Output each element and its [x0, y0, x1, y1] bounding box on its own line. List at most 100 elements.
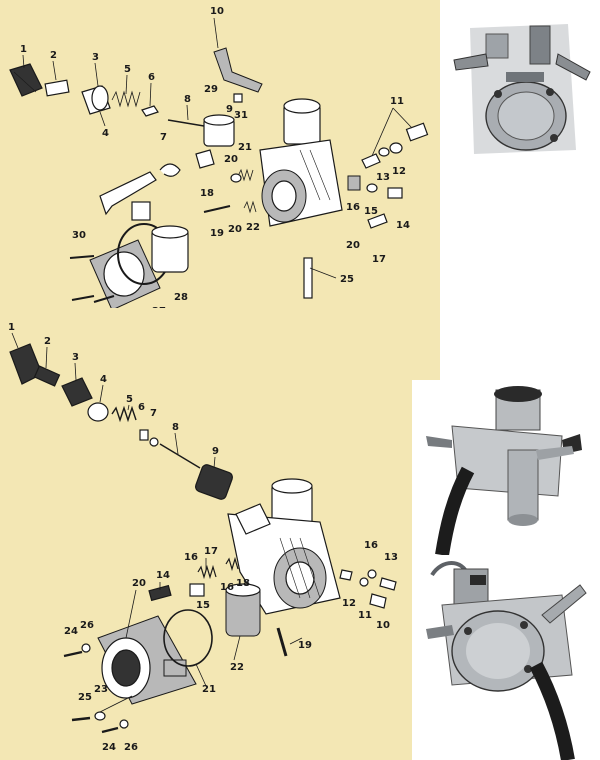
part-5-spring — [111, 405, 137, 423]
callout-17: 17 — [204, 546, 218, 557]
part-22-float — [225, 583, 261, 637]
callout-17: 17 — [372, 254, 386, 265]
callout-10: 10 — [210, 6, 224, 17]
callout-12: 12 — [342, 598, 356, 609]
callout-31: 31 — [234, 110, 248, 121]
callout-19: 19 — [210, 228, 224, 239]
choke-lever — [99, 171, 157, 216]
callout-11: 11 — [358, 610, 372, 621]
callout-24b: 24 — [102, 742, 116, 753]
exploded-diagram-bottom: 1 2 3 4 5 6 7 8 9 10 11 12 13 14 15 16 1… — [0, 308, 412, 760]
part-13-oring — [378, 147, 390, 157]
callout-20: 20 — [132, 578, 146, 589]
callout-28: 28 — [174, 292, 188, 303]
callout-7: 7 — [150, 408, 157, 419]
part-7-oring — [149, 437, 159, 447]
part-9-throttle-valve — [194, 464, 234, 500]
callout-20a: 20 — [224, 154, 238, 165]
callout-3: 3 — [72, 352, 79, 363]
callout-16a: 16 — [184, 552, 198, 563]
callout-14: 14 — [156, 570, 170, 581]
callout-15: 15 — [364, 206, 378, 217]
callout-25: 25 — [340, 274, 354, 285]
part-26-washer — [81, 643, 91, 653]
carburettor-photo-bottom — [412, 555, 600, 760]
callout-30a: 30 — [72, 230, 86, 241]
carburettor-photo-middle-svg — [426, 386, 582, 555]
callout-6: 6 — [138, 402, 145, 413]
callout-6: 6 — [148, 72, 155, 83]
leader-lines-bottom — [11, 332, 303, 713]
callout-15: 15 — [196, 600, 210, 611]
exploded-diagram-top-svg: 1 2 3 4 5 6 7 8 9 10 11 12 13 14 15 16 1… — [9, 6, 429, 369]
callout-3: 3 — [92, 52, 99, 63]
part-26-washer-b — [119, 719, 129, 729]
callout-4: 4 — [102, 128, 109, 139]
part-5-spring — [111, 90, 141, 108]
part-24-screw — [63, 650, 83, 658]
part-2-sleeve — [44, 79, 70, 97]
callout-13: 13 — [376, 172, 390, 183]
carburettor-photo-bottom-svg — [426, 561, 587, 760]
bracket-plate — [131, 201, 151, 221]
part-18-spring — [225, 556, 239, 572]
part-16-holder — [347, 175, 361, 191]
callout-20b: 20 — [228, 224, 242, 235]
part-21-spring — [237, 168, 254, 182]
callout-16c: 16 — [364, 540, 378, 551]
callout-23: 23 — [94, 684, 108, 695]
callout-26b: 26 — [124, 742, 138, 753]
callout-20c: 20 — [346, 240, 360, 251]
part-25-pin — [303, 257, 313, 299]
part-1-knob — [9, 63, 43, 97]
callout-21: 21 — [238, 142, 252, 153]
callout-29: 29 — [204, 84, 218, 95]
callout-1: 1 — [20, 44, 27, 55]
part-11-oring — [359, 577, 369, 587]
carburettor-photo-top — [440, 0, 600, 175]
callout-18: 18 — [236, 578, 250, 589]
callout-8: 8 — [184, 94, 191, 105]
callout-12: 12 — [392, 166, 406, 177]
callout-1: 1 — [8, 322, 15, 333]
callout-4: 4 — [100, 374, 107, 385]
part-19-screw — [276, 627, 288, 657]
part-19-screw — [203, 205, 231, 213]
carburettor-body-bottom — [227, 478, 341, 615]
part-17-jet — [367, 213, 388, 229]
part-15-oring — [366, 183, 378, 193]
callout-9: 9 — [212, 446, 219, 457]
callout-22: 22 — [246, 222, 260, 233]
part-10-lever — [213, 47, 263, 93]
part-30-screw — [69, 255, 95, 259]
callout-25: 25 — [78, 692, 92, 703]
part-6-clip — [139, 429, 149, 441]
callout-5: 5 — [126, 394, 133, 405]
callout-2: 2 — [44, 336, 51, 347]
part-28-float — [151, 225, 189, 273]
part-14-jet — [387, 187, 403, 199]
part-15-fitting — [189, 583, 205, 597]
callout-14: 14 — [396, 220, 410, 231]
part-23-washer — [94, 711, 106, 721]
callout-2: 2 — [50, 50, 57, 61]
callout-24a: 24 — [64, 626, 78, 637]
callout-19: 19 — [298, 640, 312, 651]
exploded-diagram-bottom-svg: 1 2 3 4 5 6 7 8 9 10 11 12 13 14 15 16 1… — [8, 322, 398, 753]
part-3-nut — [81, 85, 111, 115]
callout-8: 8 — [172, 422, 179, 433]
part-22-spring — [243, 200, 257, 214]
part-8-needle — [167, 119, 205, 127]
part-12-washer — [389, 142, 403, 154]
callout-5: 5 — [124, 64, 131, 75]
part-4-washer — [87, 402, 109, 422]
callout-26a: 26 — [80, 620, 94, 631]
part-18-fitting — [195, 149, 215, 169]
callout-18: 18 — [200, 188, 214, 199]
callout-13: 13 — [384, 552, 398, 563]
part-8-needle — [159, 443, 201, 469]
callout-16b: 16 — [220, 582, 234, 593]
part-6-clip — [141, 105, 159, 117]
part-16-oring — [367, 569, 377, 579]
part-24-screw-b — [101, 726, 119, 734]
